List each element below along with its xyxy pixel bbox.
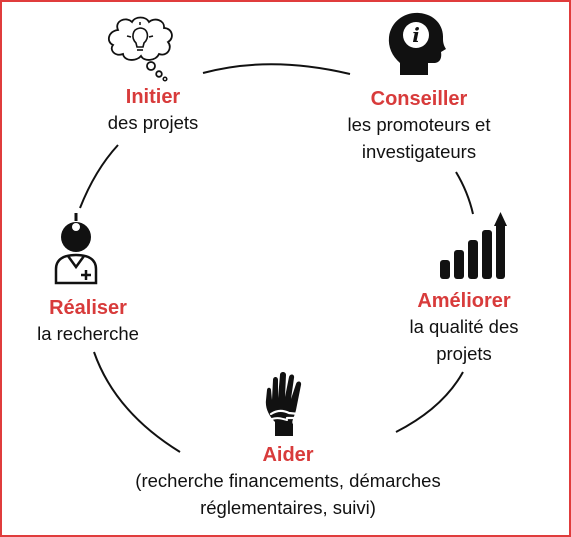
connector-realiser-initier xyxy=(79,144,119,209)
lightbulb-thought-icon xyxy=(107,16,173,82)
connector-conseiller-ameliorer xyxy=(455,171,474,215)
node-conseiller: Conseiller les promoteurs et investigate… xyxy=(316,87,522,165)
node-realiser: Réaliser la recherche xyxy=(20,296,156,347)
node-realiser-title: Réaliser xyxy=(49,297,127,319)
node-initier: Initier des projets xyxy=(70,85,236,136)
node-initier-description: des projets xyxy=(107,112,199,133)
node-ameliorer-title: Améliorer xyxy=(417,290,511,312)
node-ameliorer-description-line-2: projets xyxy=(436,343,492,364)
connector-ameliorer-aider xyxy=(395,371,464,433)
node-aider-description-line-2: réglementaires, suivi) xyxy=(200,497,376,518)
node-aider-description-line-1: (recherche financements, démarches xyxy=(135,470,441,491)
helping-hand-icon xyxy=(265,372,304,436)
connector-aider-realiser xyxy=(93,351,181,453)
node-ameliorer: Améliorer la qualité des projets xyxy=(376,289,552,367)
svg-text:i: i xyxy=(412,23,420,47)
node-conseiller-description-line-2: investigateurs xyxy=(361,141,477,162)
node-conseiller-description-line-1: les promoteurs et xyxy=(347,114,491,135)
node-initier-title: Initier xyxy=(125,86,181,108)
node-realiser-description: la recherche xyxy=(37,323,139,344)
info-head-icon: i xyxy=(388,12,446,75)
node-aider-title: Aider xyxy=(262,444,314,466)
growth-bars-icon xyxy=(440,212,507,279)
connector-initier-conseiller xyxy=(202,63,351,75)
node-ameliorer-description-line-1: la qualité des xyxy=(409,316,519,337)
doctor-icon xyxy=(54,213,98,285)
node-conseiller-title: Conseiller xyxy=(370,88,468,110)
node-aider: Aider (recherche financements, démarches… xyxy=(98,443,478,521)
